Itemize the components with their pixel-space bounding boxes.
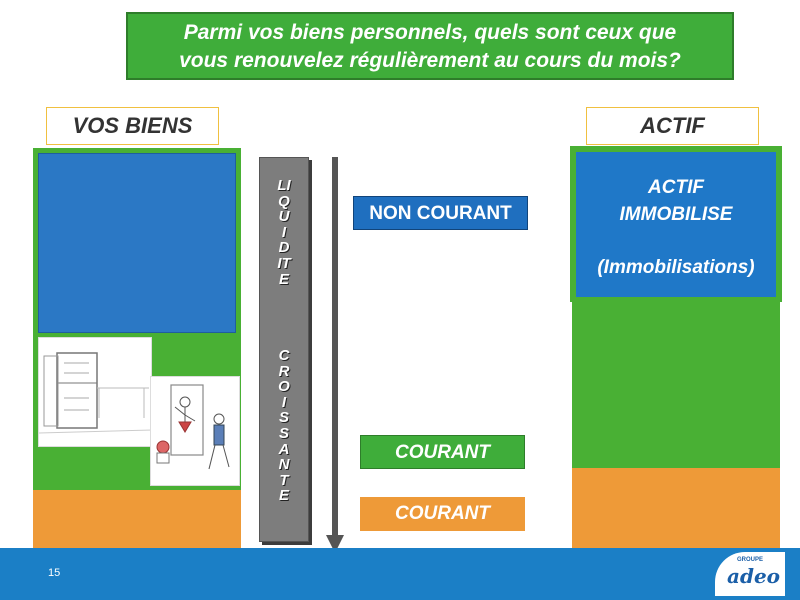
adeo-logo: GROUPE adeo: [715, 552, 785, 596]
croissante-word: CROISSANTE: [278, 347, 290, 505]
footer-bar: [0, 548, 800, 600]
left-orange-block: [33, 490, 241, 548]
page-number: 15: [48, 567, 61, 579]
courant-green-label: COURANT: [360, 435, 525, 469]
actif-immobilise-block: ACTIF IMMOBILISE (Immobilisations): [576, 152, 776, 297]
actif-immobilise-line-1: ACTIF: [648, 177, 704, 198]
immobilisations-label: (Immobilisations): [597, 257, 755, 278]
right-orange-block: [572, 468, 780, 548]
actif-immobilise-line-2: IMMOBILISE: [619, 204, 733, 225]
actif-header: ACTIF: [586, 107, 759, 145]
people-sketch-image: [150, 376, 240, 486]
logo-groupe-text: GROUPE: [737, 557, 764, 563]
left-blue-block: [38, 153, 236, 333]
logo-name-text: adeo: [727, 564, 781, 588]
liquidite-croissante-bar: LIQUIDITE CROISSANTE: [259, 157, 309, 542]
question-banner: Parmi vos biens personnels, quels sont c…: [126, 12, 734, 80]
liquidite-word: LIQUIDITE: [277, 177, 291, 288]
question-line-2: vous renouvelez régulièrement au cours d…: [179, 49, 681, 72]
vos-biens-header: VOS BIENS: [46, 107, 219, 145]
fridge-sketch-image: [38, 337, 154, 447]
courant-orange-label: COURANT: [360, 497, 525, 531]
down-arrow-shaft: [332, 157, 338, 537]
question-line-1: Parmi vos biens personnels, quels sont c…: [183, 21, 677, 44]
non-courant-label: NON COURANT: [353, 196, 528, 230]
right-green-block: [572, 300, 780, 468]
